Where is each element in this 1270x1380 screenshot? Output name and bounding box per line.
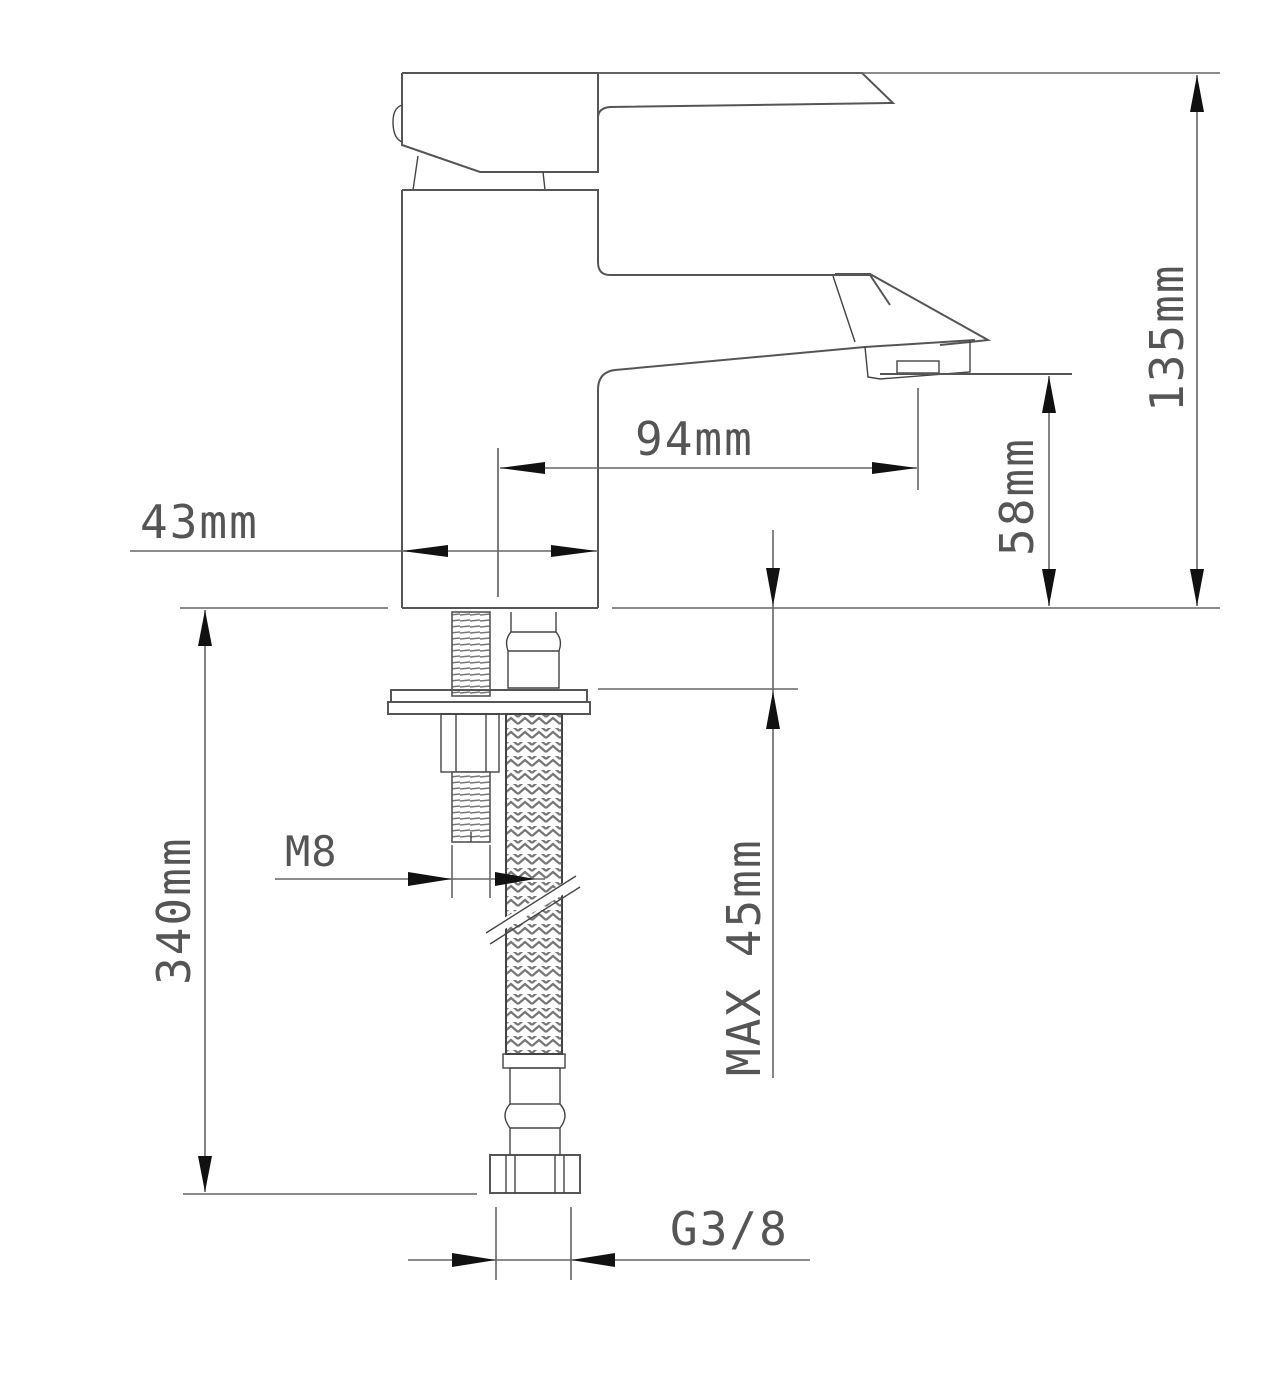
flexible-hose [482,612,581,1194]
label-340mm: 340mm [147,837,201,985]
label-g3-8: G3/8 [670,1202,789,1256]
label-max-45mm: MAX 45mm [717,838,771,1076]
label-m8: M8 [285,827,338,876]
dimension-m8: M8 [275,827,545,898]
label-58mm: 58mm [990,437,1044,556]
dimension-135mm: 135mm [598,72,1220,606]
deck-lines [180,607,1220,690]
dimension-340mm: 340mm [147,610,477,1195]
mounting-stud [387,611,591,843]
tap-body [392,72,1072,608]
dimension-max-45mm: MAX 45mm [717,530,780,1078]
label-135mm: 135mm [1140,264,1194,412]
dimension-43mm: 43mm [130,495,598,557]
dimension-94mm: 94mm [500,388,919,490]
label-94mm: 94mm [635,412,754,466]
label-43mm: 43mm [140,495,259,549]
dimension-g3-8: G3/8 [408,1202,810,1280]
dimension-58mm: 58mm [990,376,1056,606]
